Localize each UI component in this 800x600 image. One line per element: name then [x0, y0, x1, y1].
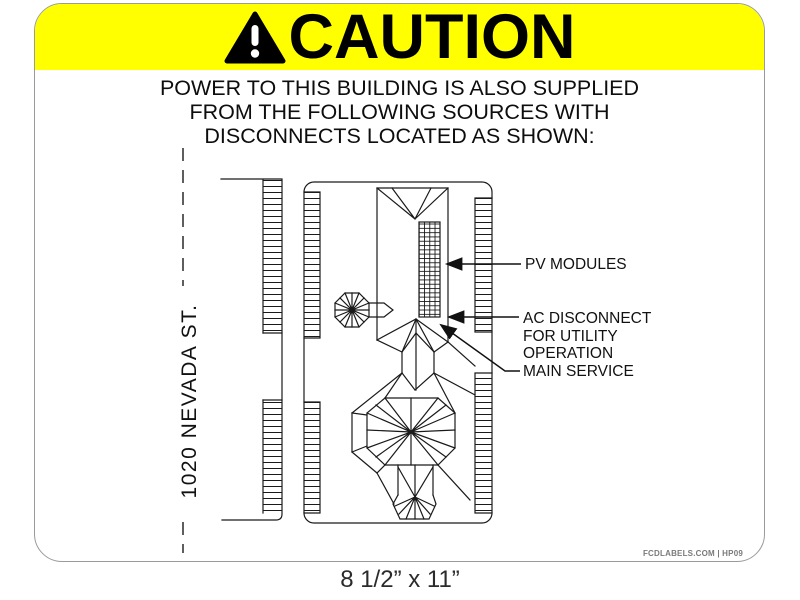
- caution-banner: CAUTION: [35, 4, 764, 70]
- upper-wing-roof: [376, 187, 476, 367]
- main-service-label: MAIN SERVICE: [523, 363, 634, 380]
- turret-small: [334, 292, 394, 328]
- site-plan-linework: [220, 178, 493, 524]
- pv-modules-label: PV MODULES: [525, 256, 627, 273]
- warning-text: POWER TO THIS BUILDING IS ALSO SUPPLIED …: [35, 76, 764, 148]
- ac-disconnect-label-line3: OPERATION: [523, 345, 613, 362]
- street-name: 1020 NEVADA ST.: [178, 304, 201, 499]
- manufacturer-credit: FCDLABELS.COM | HP09: [642, 549, 743, 558]
- street-fence-hatch: [220, 178, 283, 521]
- warning-text-line1: POWER TO THIS BUILDING IS ALSO SUPPLIED: [159, 76, 640, 100]
- bottom-bay: [392, 464, 437, 520]
- callout-labels: PV MODULES AC DISCONNECT FOR UTILITY OPE…: [523, 256, 652, 380]
- building-outline: [303, 181, 493, 524]
- middle-wing: [351, 318, 476, 414]
- warning-text-line2: FROM THE FOLLOWING SOURCES WITH: [189, 100, 610, 124]
- warning-triangle-icon: [224, 11, 285, 64]
- turret-large: [351, 397, 471, 505]
- caution-word: CAUTION: [288, 2, 576, 72]
- main-service-arrow: [439, 323, 520, 372]
- pv-array: [418, 221, 441, 318]
- ac-disconnect-label-line2: FOR UTILITY: [523, 328, 618, 345]
- svg-text:1020 NEVADA ST.: 1020 NEVADA ST.: [178, 304, 201, 499]
- ac-disconnect-label-line1: AC DISCONNECT: [523, 310, 652, 327]
- warning-text-line3: DISCONNECTS LOCATED AS SHOWN:: [204, 124, 595, 148]
- street-centerline: [176, 148, 202, 553]
- leader-arrows: [439, 257, 521, 372]
- label-size-caption: 8 1/2” x 11”: [340, 566, 460, 593]
